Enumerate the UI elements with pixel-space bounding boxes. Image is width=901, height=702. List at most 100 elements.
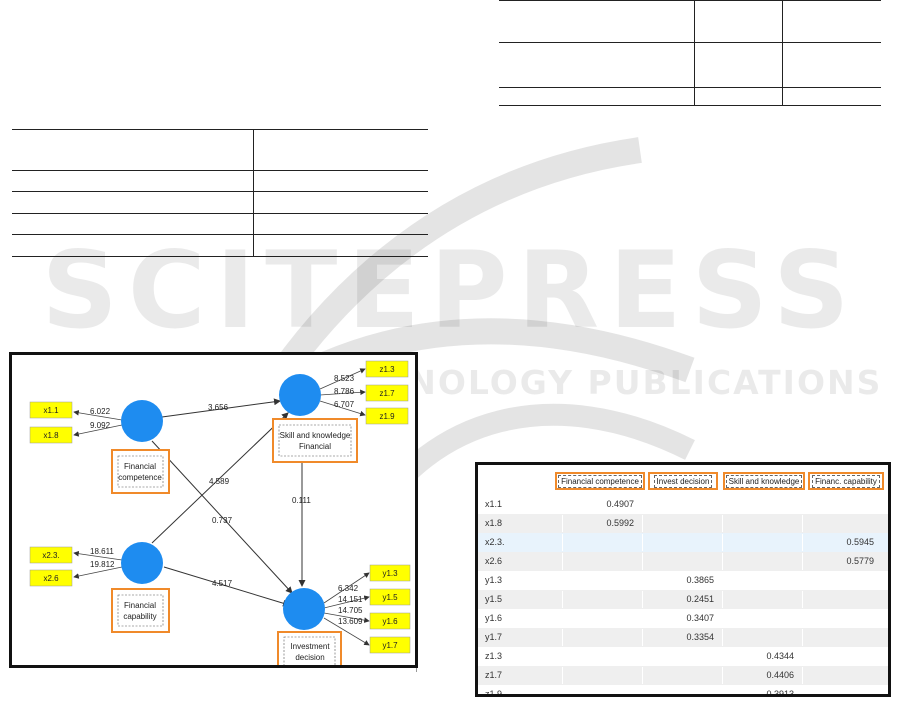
cell-divider bbox=[802, 496, 881, 513]
coef-x1-1: 6.022 bbox=[90, 407, 111, 416]
header-skill-knowledge: Skill and knowledge bbox=[723, 472, 805, 490]
table-cell bbox=[253, 191, 428, 214]
cell-divider bbox=[722, 496, 801, 513]
table-row: y1.5 0.2451 bbox=[478, 590, 888, 609]
sem-svg: x1.1 x1.8 x2.3. x2.6 z1.3 z1.7 z1.9 y1.3… bbox=[29, 360, 411, 665]
cell-divider bbox=[722, 629, 801, 646]
cell-divider bbox=[642, 667, 721, 684]
cell-divider bbox=[802, 686, 881, 694]
table-cell bbox=[693, 42, 782, 88]
row-label: z1.7 bbox=[485, 670, 503, 680]
indicator-z1-9: z1.9 bbox=[379, 412, 395, 421]
cell-divider bbox=[722, 667, 801, 684]
table-row: z1.7 0.4406 bbox=[478, 666, 888, 685]
blank-table-top-right bbox=[499, 0, 881, 106]
coef-y1-5: 14.151 bbox=[338, 595, 363, 604]
cell-divider bbox=[722, 610, 801, 627]
coef-y1-6: 14.705 bbox=[338, 606, 363, 615]
indicator-y1-7: y1.7 bbox=[382, 641, 398, 650]
row-label: z1.9 bbox=[485, 689, 503, 697]
table-cell bbox=[253, 213, 428, 235]
row-label: x1.1 bbox=[485, 499, 503, 509]
cell-divider bbox=[722, 534, 801, 551]
construct-skill-knowledge bbox=[279, 374, 321, 416]
cell-divider bbox=[642, 515, 721, 532]
indicator-x1-8: x1.8 bbox=[43, 431, 59, 440]
indicator-x1-1: x1.1 bbox=[43, 406, 59, 415]
table-cell bbox=[499, 87, 695, 106]
label-financial-capability-1: Financial bbox=[124, 601, 156, 610]
loading-value: 0.4344 bbox=[766, 651, 794, 661]
label-financial-capability-2: capability bbox=[123, 612, 156, 621]
indicator-boxes: x1.1 x1.8 x2.3. x2.6 z1.3 z1.7 z1.9 y1.3… bbox=[29, 360, 411, 654]
row-label: y1.6 bbox=[485, 613, 503, 623]
construct-investment-decision bbox=[283, 588, 325, 630]
coef-x1-8: 9.092 bbox=[90, 421, 111, 430]
header-invest-decision: Invest decision bbox=[648, 472, 718, 490]
label-financial-competence-2: competence bbox=[118, 473, 162, 482]
label-skill-knowledge-2: Financial bbox=[299, 442, 331, 451]
coefficient-labels: 6.022 9.092 18.611 19.812 8.523 8.786 6.… bbox=[90, 374, 363, 626]
table-cell bbox=[253, 234, 428, 257]
cell-divider bbox=[562, 629, 641, 646]
cell-divider bbox=[802, 572, 881, 589]
coef-y1-7: 13.609 bbox=[338, 617, 363, 626]
cell-divider bbox=[722, 591, 801, 608]
construct-labels: Financial competence Financial capabilit… bbox=[111, 418, 358, 665]
cell-divider bbox=[562, 572, 641, 589]
loading-value: 0.5992 bbox=[606, 518, 634, 528]
table-cell bbox=[12, 191, 254, 214]
coef-z1-9: 6.707 bbox=[334, 400, 355, 409]
table-cell bbox=[693, 0, 782, 43]
row-label: x1.8 bbox=[485, 518, 503, 528]
loading-value: 0.3913 bbox=[766, 689, 794, 697]
construct-financial-competence bbox=[121, 400, 163, 442]
cell-divider bbox=[642, 629, 721, 646]
row-label: x2.3. bbox=[485, 537, 505, 547]
table-cell bbox=[253, 129, 428, 171]
label-investment-decision-1: Investment bbox=[290, 642, 330, 651]
cell-divider bbox=[642, 591, 721, 608]
table-cell bbox=[499, 42, 695, 88]
cell-divider bbox=[642, 496, 721, 513]
indicator-y1-6: y1.6 bbox=[382, 617, 398, 626]
cell-divider bbox=[642, 553, 721, 570]
loading-value: 0.5945 bbox=[846, 537, 874, 547]
row-label: y1.7 bbox=[485, 632, 503, 642]
cell-divider bbox=[642, 534, 721, 551]
table-cell bbox=[781, 87, 881, 106]
sem-diagram: x1.1 x1.8 x2.3. x2.6 z1.3 z1.7 z1.9 y1.3… bbox=[9, 352, 418, 668]
indicator-y1-5: y1.5 bbox=[382, 593, 398, 602]
loading-value: 0.3865 bbox=[686, 575, 714, 585]
construct-financial-capability bbox=[121, 542, 163, 584]
loading-value: 0.4406 bbox=[766, 670, 794, 680]
coef-cap-inv: 4.517 bbox=[212, 579, 233, 588]
label-financial-competence-1: Financial bbox=[124, 462, 156, 471]
loading-value: 0.2451 bbox=[686, 594, 714, 604]
table-row: z1.9 0.3913 bbox=[478, 685, 888, 697]
row-label: y1.5 bbox=[485, 594, 503, 604]
indicator-arrows bbox=[73, 368, 370, 646]
outer-loadings-table: Financial competence Invest decision Ski… bbox=[475, 462, 891, 697]
cell-divider bbox=[722, 686, 801, 694]
table-row: x2.3. 0.5945 bbox=[478, 533, 888, 552]
cell-divider bbox=[722, 648, 801, 665]
cell-divider bbox=[722, 515, 801, 532]
coef-x2-6: 19.812 bbox=[90, 560, 115, 569]
coef-z1-7: 8.786 bbox=[334, 387, 355, 396]
cell-divider bbox=[642, 686, 721, 694]
table-cell bbox=[693, 87, 782, 106]
structural-paths bbox=[151, 398, 306, 607]
row-label: y1.3 bbox=[485, 575, 503, 585]
indicator-x2-6: x2.6 bbox=[43, 574, 59, 583]
cell-divider bbox=[642, 610, 721, 627]
coef-x2-3: 18.611 bbox=[90, 547, 114, 556]
coef-z1-3: 8.523 bbox=[334, 374, 355, 383]
cell-divider bbox=[562, 591, 641, 608]
table-cell bbox=[12, 213, 254, 235]
label-skill-knowledge-1: Skill and knowledge bbox=[280, 431, 351, 440]
cell-divider bbox=[562, 534, 641, 551]
